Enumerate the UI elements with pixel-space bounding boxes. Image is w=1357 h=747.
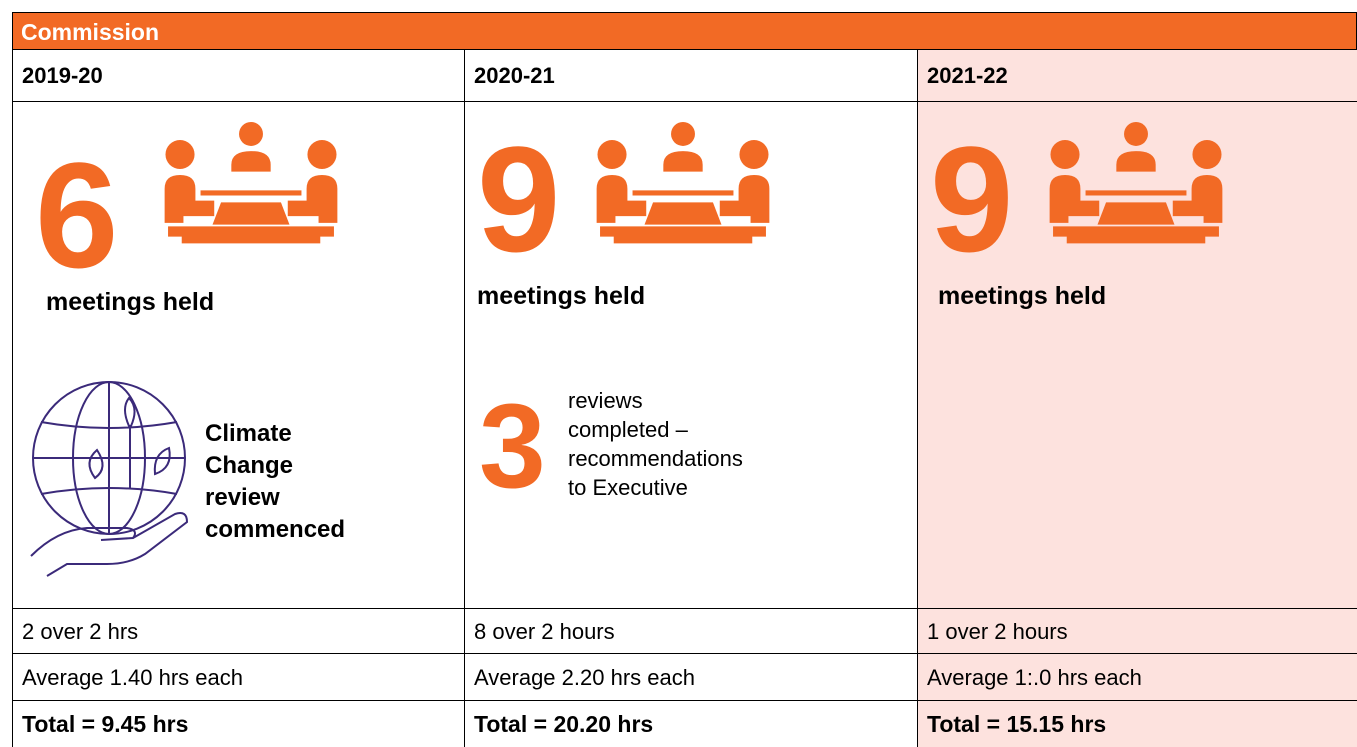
total-hrs: Total = 9.45 hrs — [12, 701, 464, 747]
climate-line: commenced — [205, 516, 346, 543]
reviews-line: completed – — [568, 417, 688, 442]
meetings-count: 9 — [477, 115, 561, 283]
globe-in-hand-icon — [30, 381, 189, 577]
reviews-text: reviews completed – recommendations to E… — [568, 386, 743, 502]
average-hrs: Average 1.40 hrs each — [12, 654, 464, 701]
total-hrs: Total = 15.15 hrs — [917, 701, 1357, 747]
meeting-table-icon — [1049, 122, 1223, 244]
meetings-label: meetings held — [938, 282, 1107, 310]
meetings-label: meetings held — [477, 282, 646, 310]
year-2021-22: 2021-22 — [917, 50, 1357, 102]
over-2-hrs: 8 over 2 hours — [464, 609, 917, 654]
main-cell-2020-21: 9 meetings held 3 reviews completed – re… — [464, 102, 917, 609]
main-cell-2021-22: 9 meetings held — [917, 102, 1357, 609]
meetings-count: 9 — [930, 115, 1014, 283]
over-2-hrs: 2 over 2 hrs — [12, 609, 464, 654]
climate-line: Climate — [205, 420, 292, 447]
reviews-line: recommendations — [568, 446, 743, 471]
average-hrs: Average 2.20 hrs each — [464, 654, 917, 701]
reviews-line: to Executive — [568, 475, 688, 500]
meetings-count: 6 — [35, 131, 119, 299]
climate-line: review — [205, 484, 280, 511]
commission-table: Commission 2019-20 2020-21 2021-22 6 mee… — [12, 12, 1357, 747]
climate-review-text: Climate Change review commenced — [205, 418, 345, 546]
year-2020-21: 2020-21 — [464, 50, 917, 102]
total-hrs: Total = 20.20 hrs — [464, 701, 917, 747]
meeting-table-icon — [164, 122, 338, 244]
main-cell-2019-20: 6 meetings held Climate Change review — [12, 102, 464, 609]
table-header: Commission — [12, 12, 1357, 50]
average-hrs: Average 1:.0 hrs each — [917, 654, 1357, 701]
over-2-hrs: 1 over 2 hours — [917, 609, 1357, 654]
reviews-line: reviews — [568, 388, 643, 413]
meeting-table-icon — [596, 122, 770, 244]
year-2019-20: 2019-20 — [12, 50, 464, 102]
meetings-label: meetings held — [46, 288, 215, 316]
reviews-count: 3 — [479, 379, 546, 513]
climate-line: Change — [205, 452, 294, 479]
